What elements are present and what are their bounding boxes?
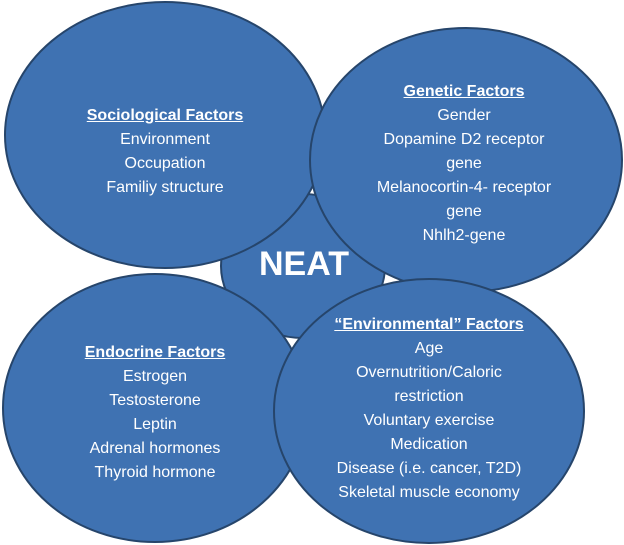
endocrine-item: Adrenal hormones <box>89 440 221 457</box>
endocrine-item: Thyroid hormone <box>94 464 216 481</box>
environmental-item: Age <box>414 340 444 357</box>
genetic-item: gene <box>446 155 482 172</box>
environmental-item: Overnutrition/Caloric <box>356 364 502 381</box>
environmental-item: Voluntary exercise <box>363 412 495 429</box>
endocrine-item: Testosterone <box>109 392 201 409</box>
sociological-heading: Sociological Factors <box>86 107 244 124</box>
sociological-item: Familiy structure <box>106 179 224 196</box>
environmental-circle <box>273 278 585 544</box>
genetic-text: Genetic Factors Gender Dopamine D2 recep… <box>339 80 589 248</box>
genetic-item: Dopamine D2 receptor <box>383 131 545 148</box>
environmental-item: Skeletal muscle economy <box>338 484 520 501</box>
environmental-heading: “Environmental” Factors <box>334 316 524 333</box>
environmental-item: Medication <box>390 436 468 453</box>
endocrine-item: Leptin <box>133 416 177 433</box>
environmental-text: “Environmental” Factors Age Overnutritio… <box>300 313 558 505</box>
sociological-item: Environment <box>120 131 210 148</box>
genetic-item: Melanocortin-4- receptor <box>376 179 552 196</box>
center-label: NEAT <box>258 245 350 283</box>
genetic-item: gene <box>446 203 482 220</box>
endocrine-heading: Endocrine Factors <box>84 344 226 361</box>
sociological-item: Occupation <box>124 155 206 172</box>
genetic-item: Gender <box>437 107 491 124</box>
sociological-text: Sociological Factors Environment Occupat… <box>45 104 285 200</box>
endocrine-text: Endocrine Factors Estrogen Testosterone … <box>35 341 275 485</box>
genetic-item: Nhlh2-gene <box>422 227 506 244</box>
endocrine-item: Estrogen <box>122 368 188 385</box>
environmental-item: restriction <box>394 388 464 405</box>
environmental-item: Disease (i.e. cancer, T2D) <box>336 460 522 477</box>
genetic-heading: Genetic Factors <box>403 83 525 100</box>
